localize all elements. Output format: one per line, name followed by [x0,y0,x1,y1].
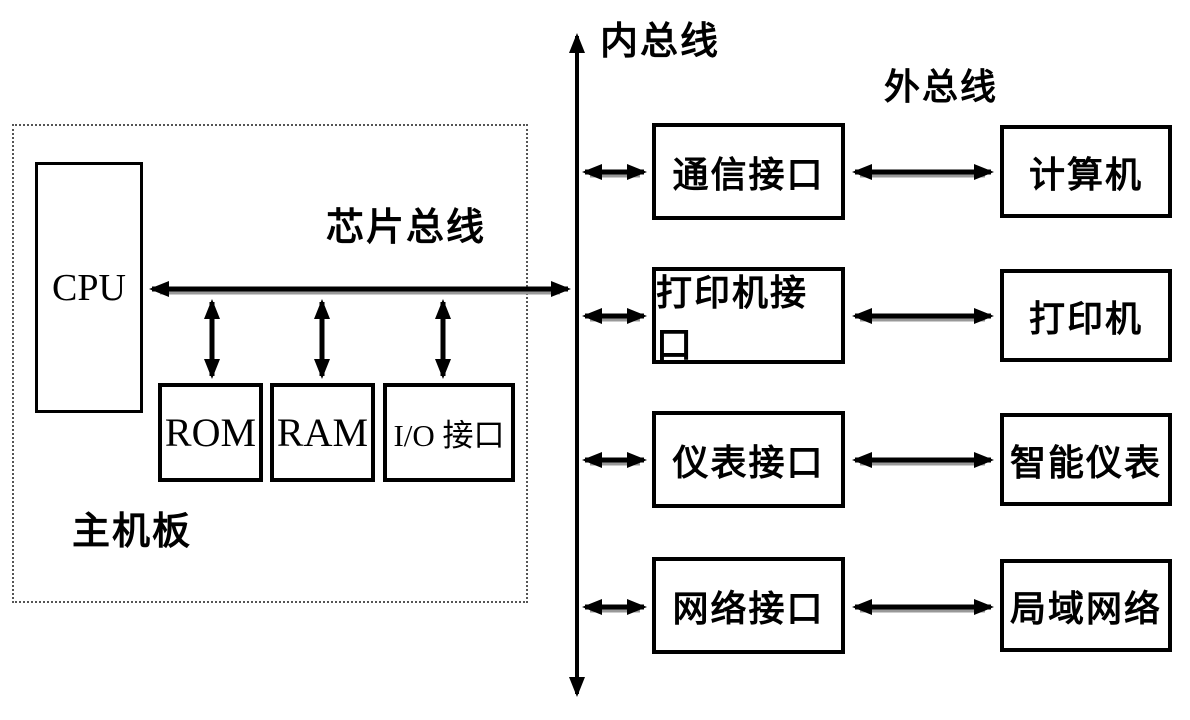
rom-label: ROM [164,410,257,455]
device-box-lan: 局域网络 [1000,559,1172,652]
interface-label: 打印机接口 [656,271,809,365]
cpu-box: CPU [35,162,143,413]
device-label: 局域网络 [1009,587,1162,629]
chip-bus-label: 芯片总线 [326,207,487,249]
interface-box-printer: 打印机接口 [652,267,845,365]
io-interface-box: I/O 接口 [383,383,515,482]
interface-box-network: 网络接口 [652,557,845,654]
ram-box: RAM [270,383,375,482]
device-box-smart-instrument: 智能仪表 [1000,413,1172,506]
rom-box: ROM [158,383,263,482]
device-box-printer: 打印机 [1000,269,1172,362]
device-box-computer: 计算机 [1000,125,1172,218]
interface-label: 通信接口 [672,153,825,195]
interface-label: 仪表接口 [672,441,825,483]
interface-box-communication: 通信接口 [652,123,845,220]
interface-box-instrument: 仪表接口 [652,411,845,508]
cpu-label: CPU [52,266,126,309]
external-bus-label: 外总线 [884,66,999,107]
interface-label: 网络接口 [672,587,825,629]
internal-bus-label: 内总线 [600,21,721,63]
io-interface-label: I/O 接口 [393,418,505,453]
motherboard-label: 主机板 [72,511,193,553]
ram-label: RAM [276,410,369,455]
device-label: 计算机 [1028,153,1143,195]
device-label: 打印机 [1028,297,1143,339]
device-label: 智能仪表 [1009,441,1162,483]
